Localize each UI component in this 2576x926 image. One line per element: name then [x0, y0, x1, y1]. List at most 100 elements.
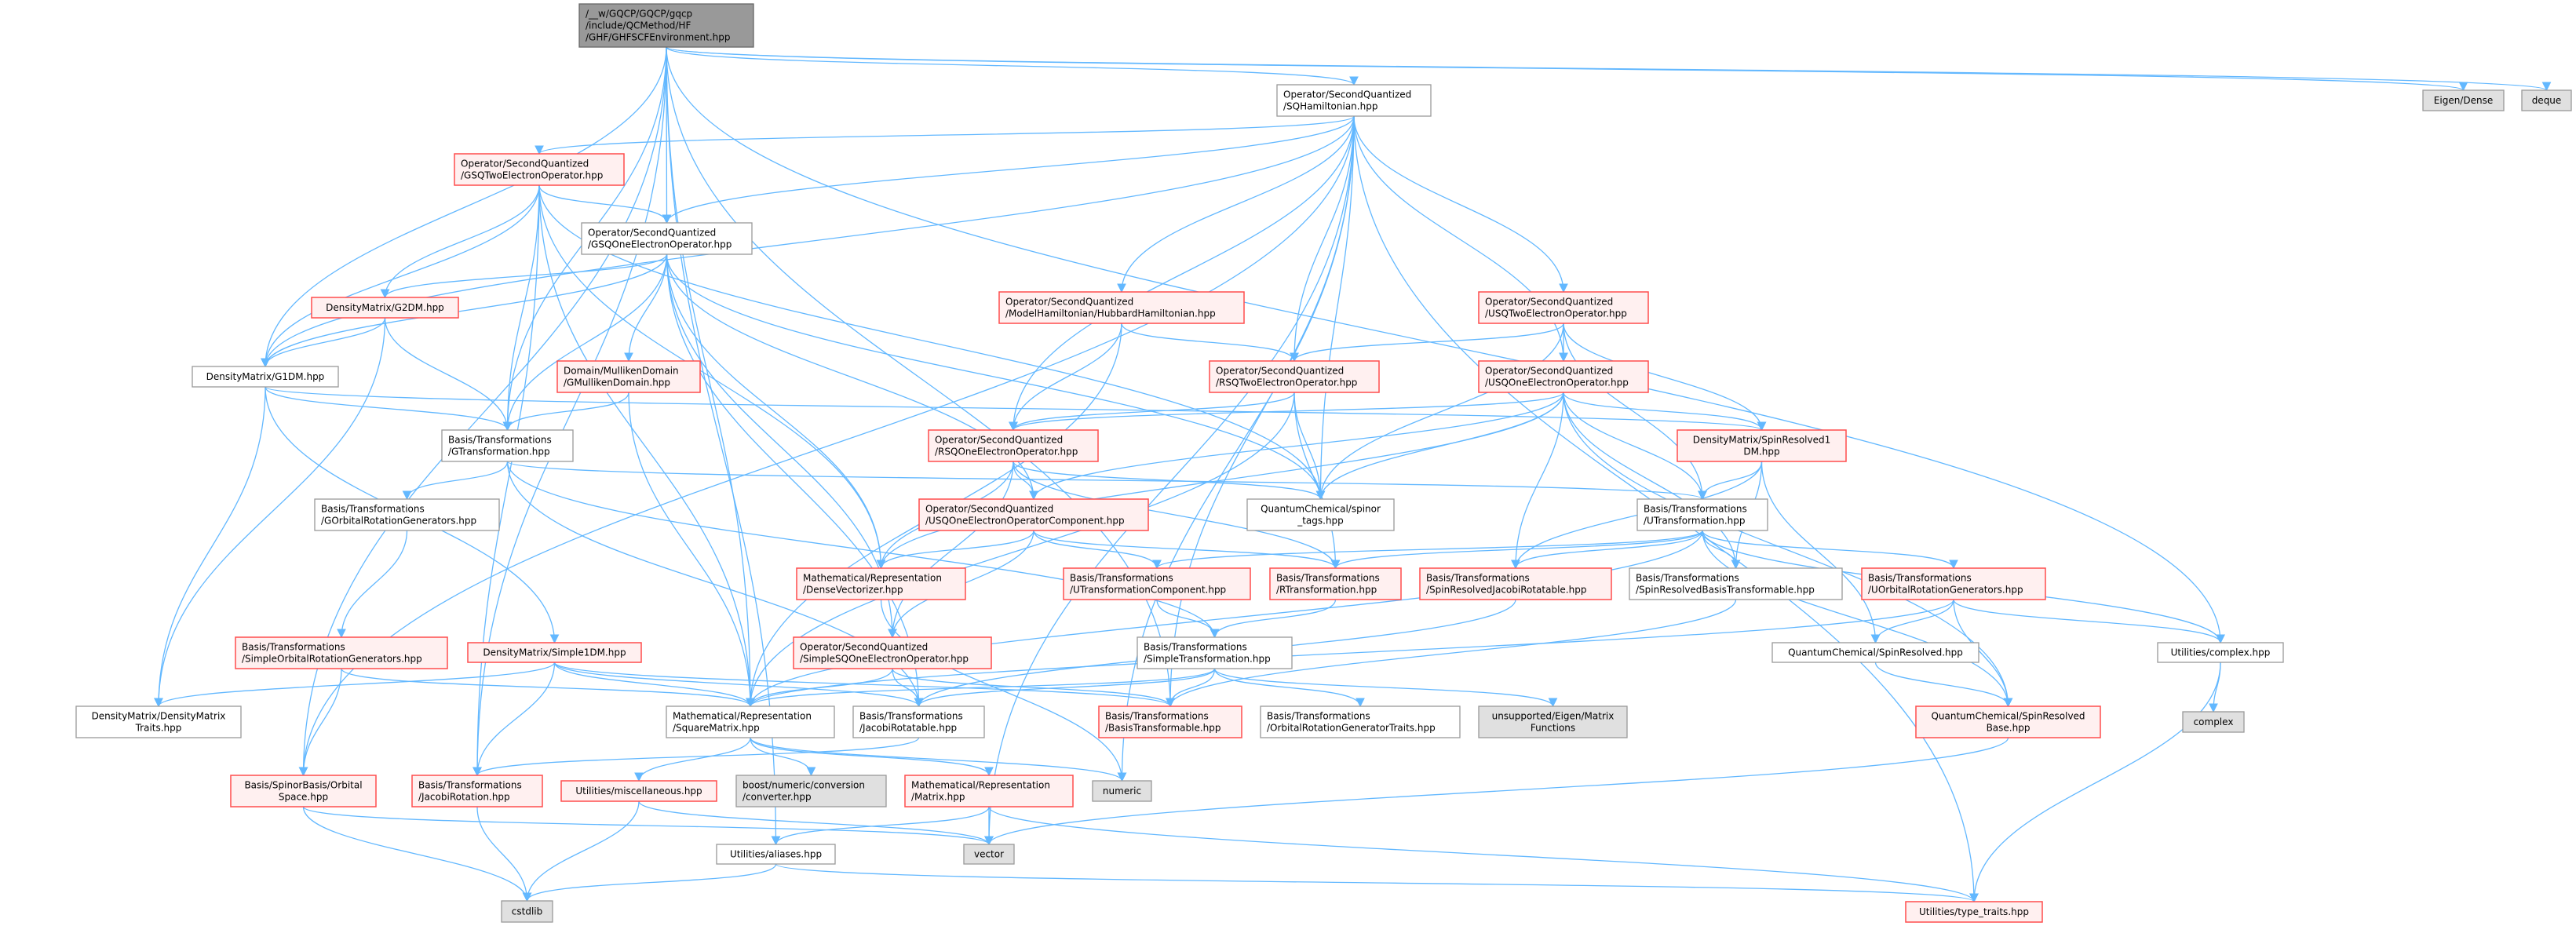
node-utranscomp[interactable]: Basis/Transformations/UTransformationCom… — [1063, 567, 1251, 600]
node-jacobirotation[interactable]: Basis/Transformations/JacobiRotation.hpp — [411, 775, 543, 808]
node-box[interactable] — [998, 291, 1245, 324]
node-rsqtwo[interactable]: Operator/SecondQuantized/RSQTwoElectronO… — [1209, 360, 1380, 393]
node-misc[interactable]: Utilities/miscellaneous.hpp — [560, 780, 717, 802]
node-box[interactable] — [560, 780, 717, 802]
node-box[interactable] — [578, 3, 754, 48]
node-sorg[interactable]: Basis/Transformations/SimpleOrbitalRotat… — [235, 636, 448, 669]
node-srbasis[interactable]: Basis/Transformations/SpinResolvedBasisT… — [1629, 567, 1843, 600]
node-box[interactable] — [1246, 498, 1395, 531]
node-box[interactable] — [441, 429, 574, 462]
node-box[interactable] — [716, 844, 836, 865]
node-box[interactable] — [311, 297, 459, 319]
node-box[interactable] — [230, 775, 377, 808]
node-complexhpp[interactable]: Utilities/complex.hpp — [2157, 642, 2284, 663]
node-eigendense[interactable]: Eigen/Dense — [2422, 89, 2505, 111]
node-box[interactable] — [666, 705, 835, 738]
node-box[interactable] — [411, 775, 543, 808]
node-basistransformable[interactable]: Basis/Transformations/BasisTransformable… — [1098, 705, 1242, 738]
node-utrans[interactable]: Basis/Transformations/UTransformation.hp… — [1636, 498, 1768, 531]
node-box[interactable] — [2521, 89, 2572, 111]
node-matrix[interactable]: Mathematical/Representation/Matrix.hpp — [904, 775, 1074, 808]
node-usqone[interactable]: Operator/SecondQuantized/USQOneElectronO… — [1478, 360, 1649, 393]
node-box[interactable] — [581, 222, 753, 255]
node-usqtwo[interactable]: Operator/SecondQuantized/USQTwoElectronO… — [1478, 291, 1649, 324]
node-gsqtwo[interactable]: Operator/SecondQuantized/GSQTwoElectronO… — [454, 153, 625, 186]
node-sqham[interactable]: Operator/SecondQuantized/SQHamiltonian.h… — [1276, 84, 1432, 117]
node-root[interactable]: /__w/GQCP/GQCP/gqcp/include/QCMethod/HF/… — [578, 3, 754, 48]
node-uorg[interactable]: Basis/Transformations/UOrbitalRotationGe… — [1861, 567, 2046, 600]
node-box[interactable] — [1098, 705, 1242, 738]
node-orgtraits[interactable]: Basis/Transformations/OrbitalRotationGen… — [1260, 705, 1461, 738]
node-box[interactable] — [501, 900, 553, 923]
node-box[interactable] — [75, 705, 242, 738]
node-box[interactable] — [963, 844, 1015, 865]
node-box[interactable] — [1905, 901, 2043, 923]
node-hubbard[interactable]: Operator/SecondQuantized/ModelHamiltonia… — [998, 291, 1245, 324]
node-box[interactable] — [2422, 89, 2505, 111]
node-usqonecomp[interactable]: Operator/SecondQuantized/USQOneElectronO… — [918, 498, 1149, 531]
node-rsqone[interactable]: Operator/SecondQuantized/RSQOneElectronO… — [928, 429, 1099, 462]
node-box[interactable] — [556, 360, 701, 393]
node-box[interactable] — [1276, 84, 1432, 117]
node-deque[interactable]: deque — [2521, 89, 2572, 111]
node-box[interactable] — [2157, 642, 2284, 663]
node-aliases[interactable]: Utilities/aliases.hpp — [716, 844, 836, 865]
node-box[interactable] — [454, 153, 625, 186]
node-box[interactable] — [1478, 705, 1628, 738]
node-g2dm[interactable]: DensityMatrix/G2DM.hpp — [311, 297, 459, 319]
node-jacobirotatable[interactable]: Basis/Transformations/JacobiRotatable.hp… — [852, 705, 985, 738]
node-box[interactable] — [1478, 360, 1649, 393]
node-box[interactable] — [314, 498, 500, 531]
node-srjacobi[interactable]: Basis/Transformations/SpinResolvedJacobi… — [1419, 567, 1612, 600]
node-box[interactable] — [793, 636, 992, 669]
node-box[interactable] — [918, 498, 1149, 531]
node-box[interactable] — [796, 567, 966, 600]
node-box[interactable] — [1092, 780, 1152, 802]
node-box[interactable] — [1478, 291, 1649, 324]
node-box[interactable] — [192, 366, 339, 388]
node-box[interactable] — [735, 775, 887, 808]
node-numeric[interactable]: numeric — [1092, 780, 1152, 802]
node-simple1dm[interactable]: DensityMatrix/Simple1DM.hpp — [467, 642, 642, 663]
node-spinresolved[interactable]: QuantumChemical/SpinResolved.hpp — [1771, 642, 1979, 663]
node-box[interactable] — [1063, 567, 1251, 600]
node-simplesqone[interactable]: Operator/SecondQuantized/SimpleSQOneElec… — [793, 636, 992, 669]
node-box[interactable] — [904, 775, 1074, 808]
node-box[interactable] — [1636, 498, 1768, 531]
node-densevec[interactable]: Mathematical/Representation/DenseVectori… — [796, 567, 966, 600]
node-rtrans[interactable]: Basis/Transformations/RTransformation.hp… — [1269, 567, 1402, 600]
node-g1dm[interactable]: DensityMatrix/G1DM.hpp — [192, 366, 339, 388]
node-box[interactable] — [1861, 567, 2046, 600]
node-gtrans[interactable]: Basis/Transformations/GTransformation.hp… — [441, 429, 574, 462]
node-box[interactable] — [852, 705, 985, 738]
node-gmulliken[interactable]: Domain/MullikenDomain/GMullikenDomain.hp… — [556, 360, 701, 393]
node-cstdlib[interactable]: cstdlib — [501, 900, 553, 923]
node-boost[interactable]: boost/numeric/conversion/converter.hpp — [735, 775, 887, 808]
node-spinortags[interactable]: QuantumChemical/spinor_tags.hpp — [1246, 498, 1395, 531]
node-box[interactable] — [2182, 711, 2245, 733]
node-complex[interactable]: complex — [2182, 711, 2245, 733]
node-box[interactable] — [1915, 705, 2101, 738]
node-box[interactable] — [467, 642, 642, 663]
node-box[interactable] — [928, 429, 1099, 462]
node-box[interactable] — [1260, 705, 1461, 738]
node-vector[interactable]: vector — [963, 844, 1015, 865]
node-gsqone[interactable]: Operator/SecondQuantized/GSQOneElectronO… — [581, 222, 753, 255]
node-squarematrix[interactable]: Mathematical/Representation/SquareMatrix… — [666, 705, 835, 738]
node-gorg[interactable]: Basis/Transformations/GOrbitalRotationGe… — [314, 498, 500, 531]
node-box[interactable] — [1209, 360, 1380, 393]
node-box[interactable] — [1629, 567, 1843, 600]
node-typetraits[interactable]: Utilities/type_traits.hpp — [1905, 901, 2043, 923]
node-simpletrans[interactable]: Basis/Transformations/SimpleTransformati… — [1137, 636, 1293, 669]
node-box[interactable] — [1269, 567, 1402, 600]
node-box[interactable] — [1771, 642, 1979, 663]
node-box[interactable] — [1677, 429, 1847, 462]
node-box[interactable] — [1419, 567, 1612, 600]
node-box[interactable] — [235, 636, 448, 669]
node-box[interactable] — [1137, 636, 1293, 669]
